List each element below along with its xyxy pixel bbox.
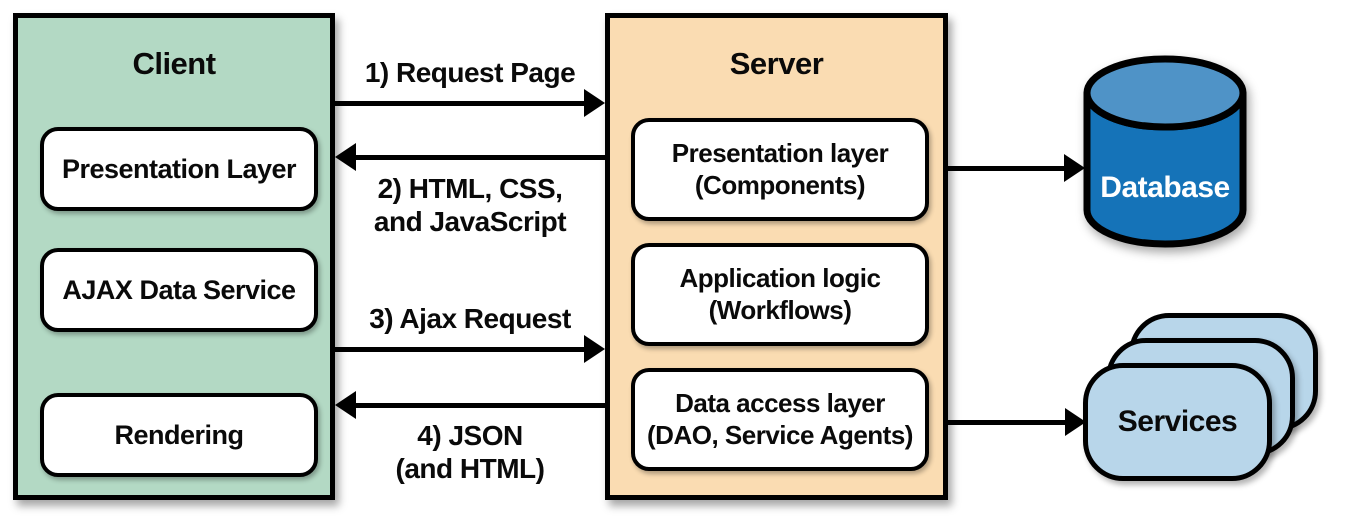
server-box-label-line1: Data access layer (675, 387, 885, 418)
client-box-presentation-layer: Presentation Layer (40, 127, 318, 211)
server-box-label-line2: (DAO, Service Agents) (647, 419, 913, 450)
client-title: Client (132, 46, 216, 81)
server-box-data-access-layer: Data access layer (DAO, Service Agents) (631, 368, 929, 471)
arrow-shaft (353, 402, 605, 408)
arrow-shaft (335, 346, 587, 352)
client-box-label: Rendering (114, 419, 244, 450)
flow-label-line1: 4) JSON (417, 420, 523, 451)
arrow-shaft (353, 154, 605, 160)
arrow-shaft (335, 100, 587, 106)
flow-label-line1: 2) HTML, CSS, (377, 173, 563, 204)
arrowhead-left-icon (335, 143, 356, 171)
arrowhead-left-icon (335, 391, 356, 419)
server-box-label-line2: (Workflows) (708, 294, 852, 325)
service-card-front: Services (1083, 363, 1272, 481)
arrowhead-right-icon (584, 89, 605, 117)
flow-label-line2: and JavaScript (373, 206, 567, 238)
arrow-shaft (946, 419, 1068, 425)
server-box-label-line1: Application logic (679, 262, 881, 293)
client-box-label: AJAX Data Service (62, 274, 296, 305)
arrow-shaft (946, 165, 1067, 171)
server-box-application-logic: Application logic (Workflows) (631, 243, 929, 346)
flow-label-ajax-request: 3) Ajax Request (369, 303, 571, 334)
database-label: Database (1100, 171, 1230, 204)
flow-label-request-page: 1) Request Page (364, 57, 576, 88)
flow-label-json-html: 4) JSON (and HTML) (335, 419, 605, 485)
client-box-label: Presentation Layer (61, 153, 297, 184)
flow-label-line2: (and HTML) (395, 453, 545, 485)
arrowhead-right-icon (584, 335, 605, 363)
services-label: Services (1117, 405, 1238, 438)
services-node: Services (1083, 313, 1319, 483)
database-node: Database (1080, 55, 1250, 251)
arrowhead-right-icon (1065, 408, 1086, 436)
server-panel: Server Presentation layer (Components) A… (605, 13, 948, 500)
client-box-rendering: Rendering (40, 393, 318, 477)
server-box-label-line1: Presentation layer (671, 137, 889, 168)
client-box-ajax-data-service: AJAX Data Service (40, 248, 318, 332)
client-panel: Client Presentation Layer AJAX Data Serv… (13, 13, 335, 500)
flow-label-html-css-js: 2) HTML, CSS, and JavaScript (335, 172, 605, 238)
database-cylinder-icon (1083, 55, 1247, 248)
arrowhead-right-icon (1064, 154, 1085, 182)
server-box-label-line2: (Components) (694, 169, 866, 200)
server-title: Server (729, 46, 824, 81)
server-box-presentation-layer: Presentation layer (Components) (631, 118, 929, 221)
